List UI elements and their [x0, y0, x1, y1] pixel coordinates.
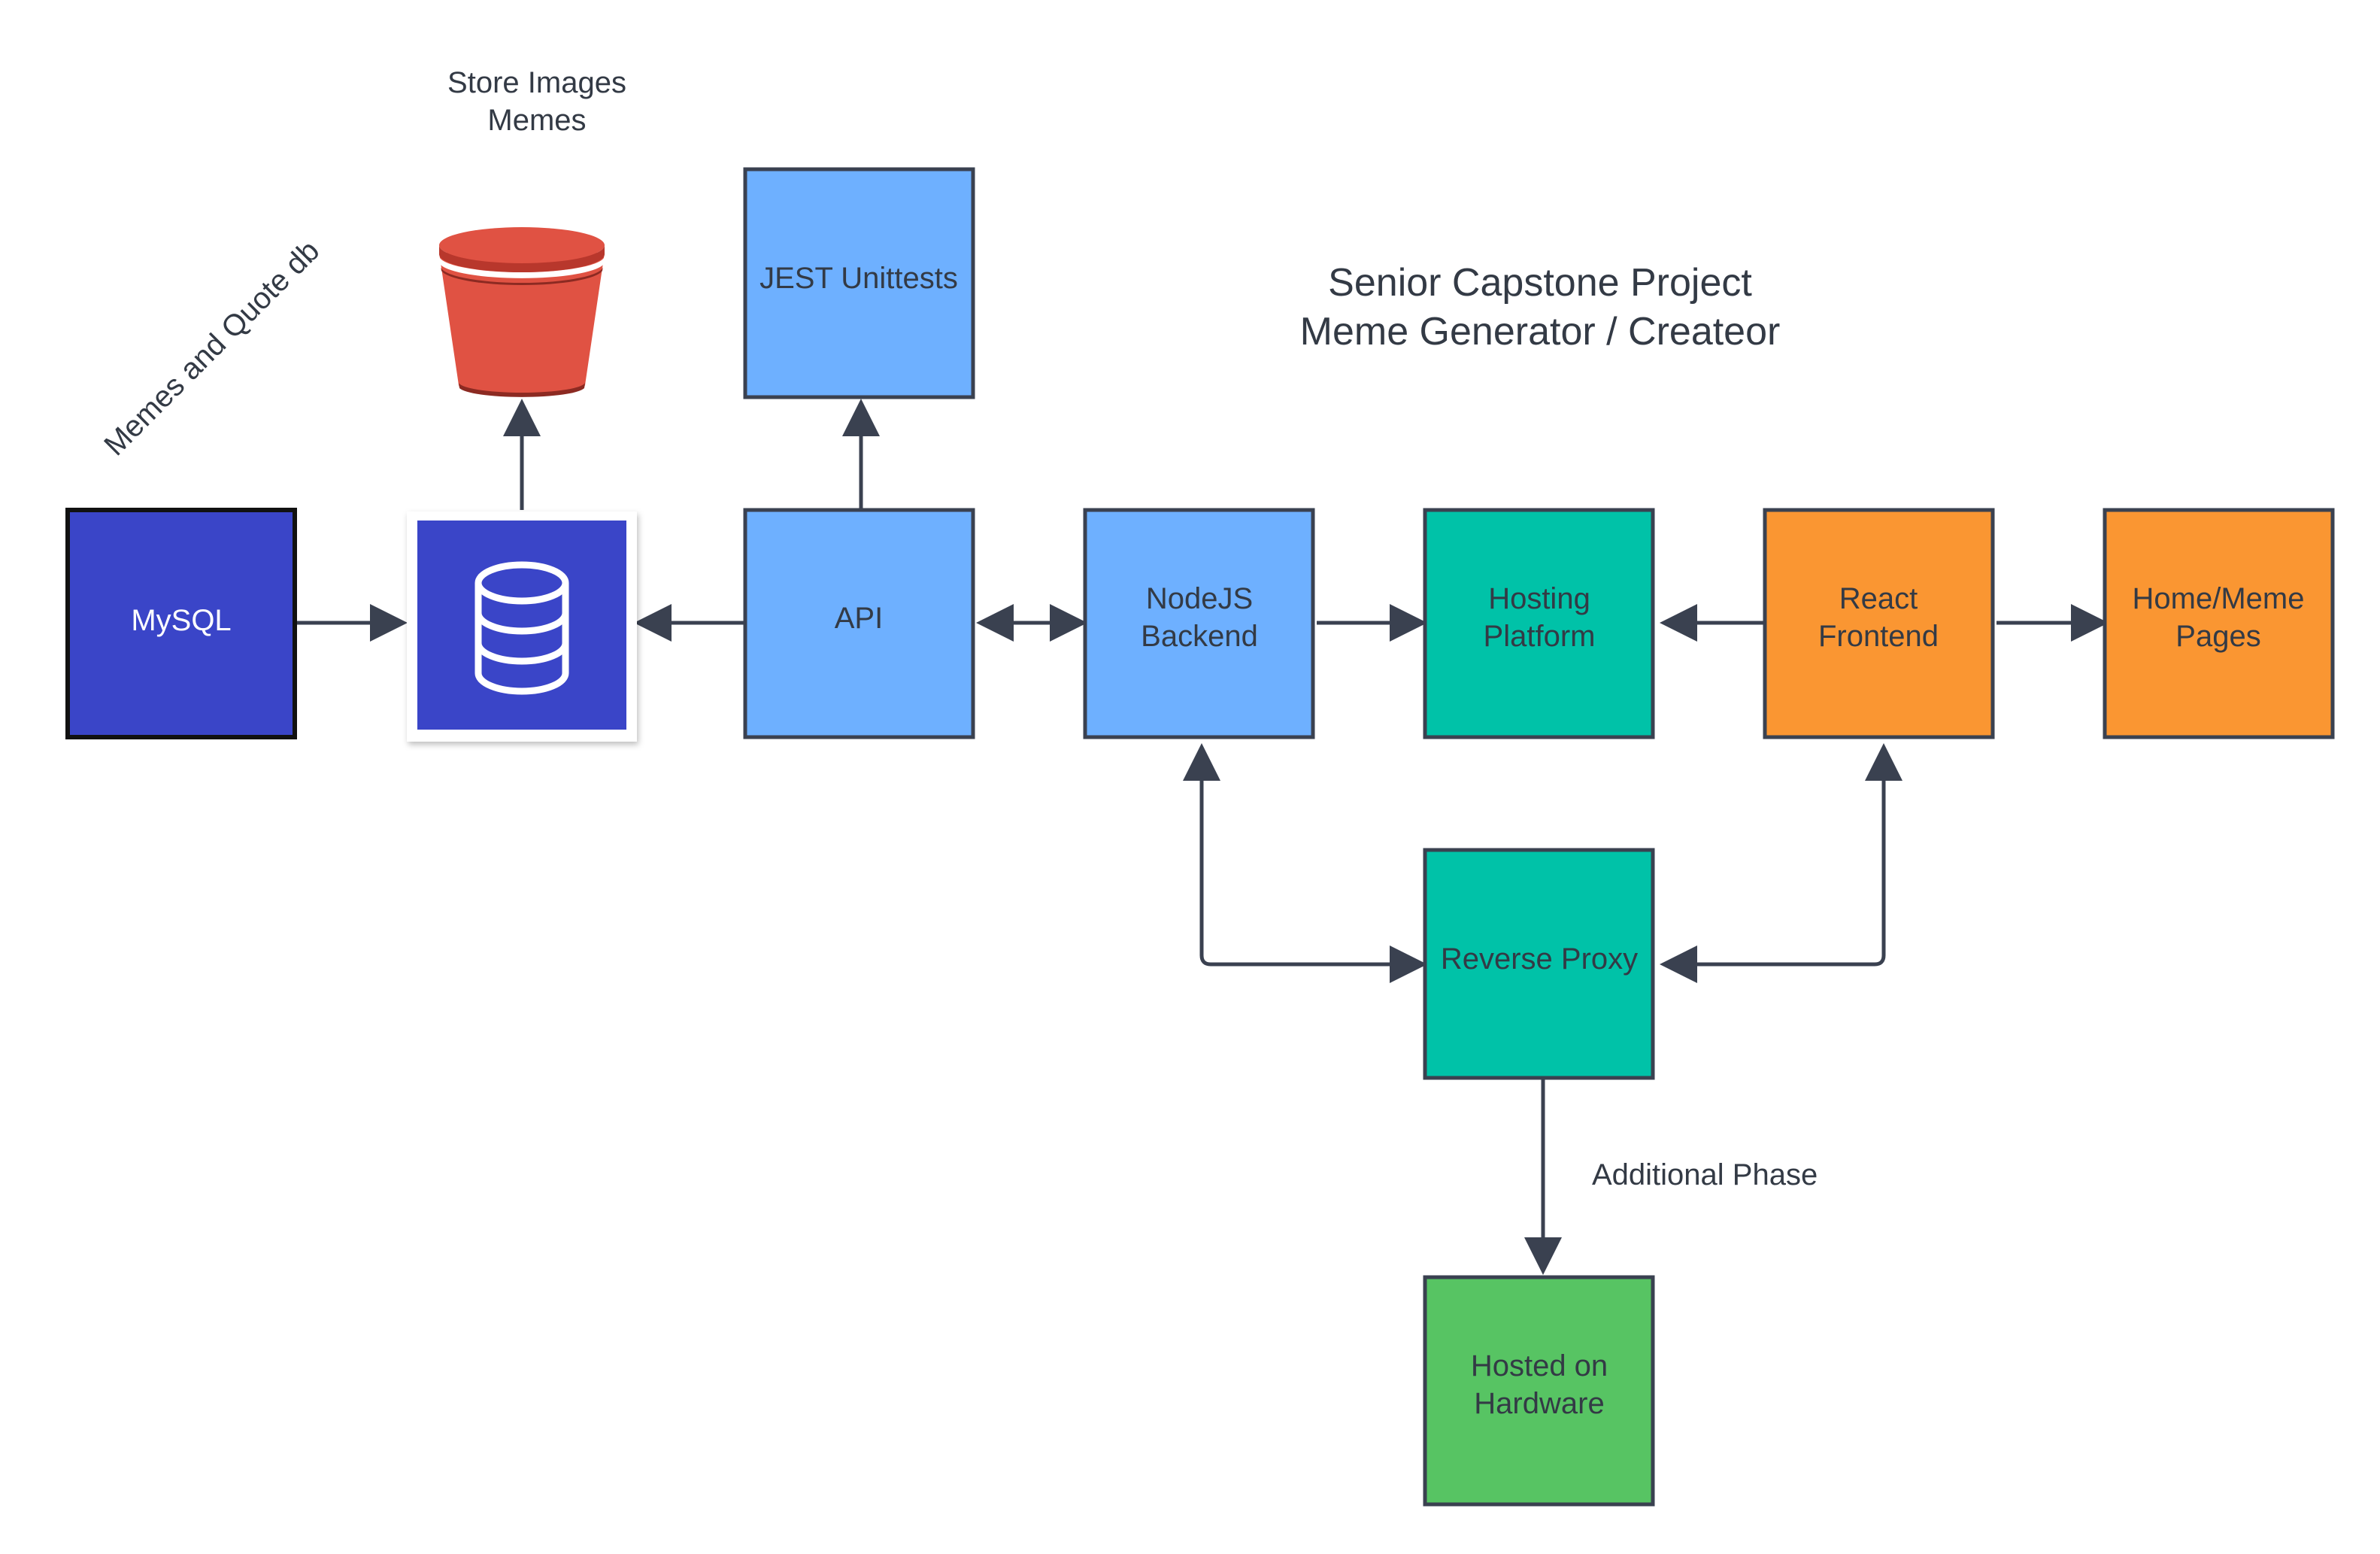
- hardware-label-line-2: Hardware: [1474, 1387, 1604, 1420]
- connector-react-proxy: [1660, 743, 1902, 983]
- hosting-label-line-2: Platform: [1484, 620, 1596, 653]
- home-label-line-1: Home/Meme: [2133, 582, 2305, 615]
- nodejs-backend-node[interactable]: NodeJS Backend: [1083, 508, 1315, 739]
- home-meme-pages-node[interactable]: Home/Meme Pages: [2103, 508, 2335, 739]
- home-label-line-2: Pages: [2175, 620, 2260, 653]
- hosting-label-line-1: Hosting: [1488, 582, 1590, 615]
- storage-bucket-icon: [439, 227, 605, 397]
- api-node[interactable]: API: [743, 508, 975, 739]
- mysql-label: MySQL: [131, 604, 231, 637]
- react-label-line-2: Frontend: [1818, 620, 1939, 653]
- nodejs-label-line-1: NodeJS: [1146, 582, 1253, 615]
- hosting-platform-node[interactable]: Hosting Platform: [1423, 508, 1655, 739]
- additional-phase-label: Additional Phase: [1592, 1158, 1818, 1191]
- diagram-title-line-1: Senior Capstone Project: [1328, 261, 1752, 305]
- jest-label: JEST Unittests: [759, 262, 958, 295]
- jest-unittests-node[interactable]: JEST Unittests: [743, 167, 975, 399]
- memes-db-label: Memes and Quote db: [98, 234, 326, 462]
- hardware-label-line-1: Hosted on: [1471, 1349, 1608, 1383]
- mysql-node[interactable]: MySQL: [65, 508, 297, 739]
- database-node[interactable]: [407, 511, 637, 742]
- hosted-on-hardware-node[interactable]: Hosted on Hardware: [1423, 1275, 1655, 1507]
- connectors: [295, 399, 2109, 1275]
- store-images-label-line-2: Memes: [487, 104, 586, 137]
- reverse-proxy-label: Reverse Proxy: [1441, 942, 1638, 976]
- connector-nodejs-proxy: [1183, 743, 1427, 983]
- diagram-title-line-2: Meme Generator / Createor: [1300, 310, 1781, 354]
- reverse-proxy-node[interactable]: Reverse Proxy: [1423, 848, 1655, 1080]
- nodejs-label-line-2: Backend: [1141, 620, 1258, 653]
- api-label: API: [835, 602, 883, 635]
- react-label-line-1: React: [1839, 582, 1918, 615]
- database-icon: [474, 561, 569, 695]
- store-images-label-line-1: Store Images: [447, 66, 626, 99]
- react-frontend-node[interactable]: React Frontend: [1763, 508, 1995, 739]
